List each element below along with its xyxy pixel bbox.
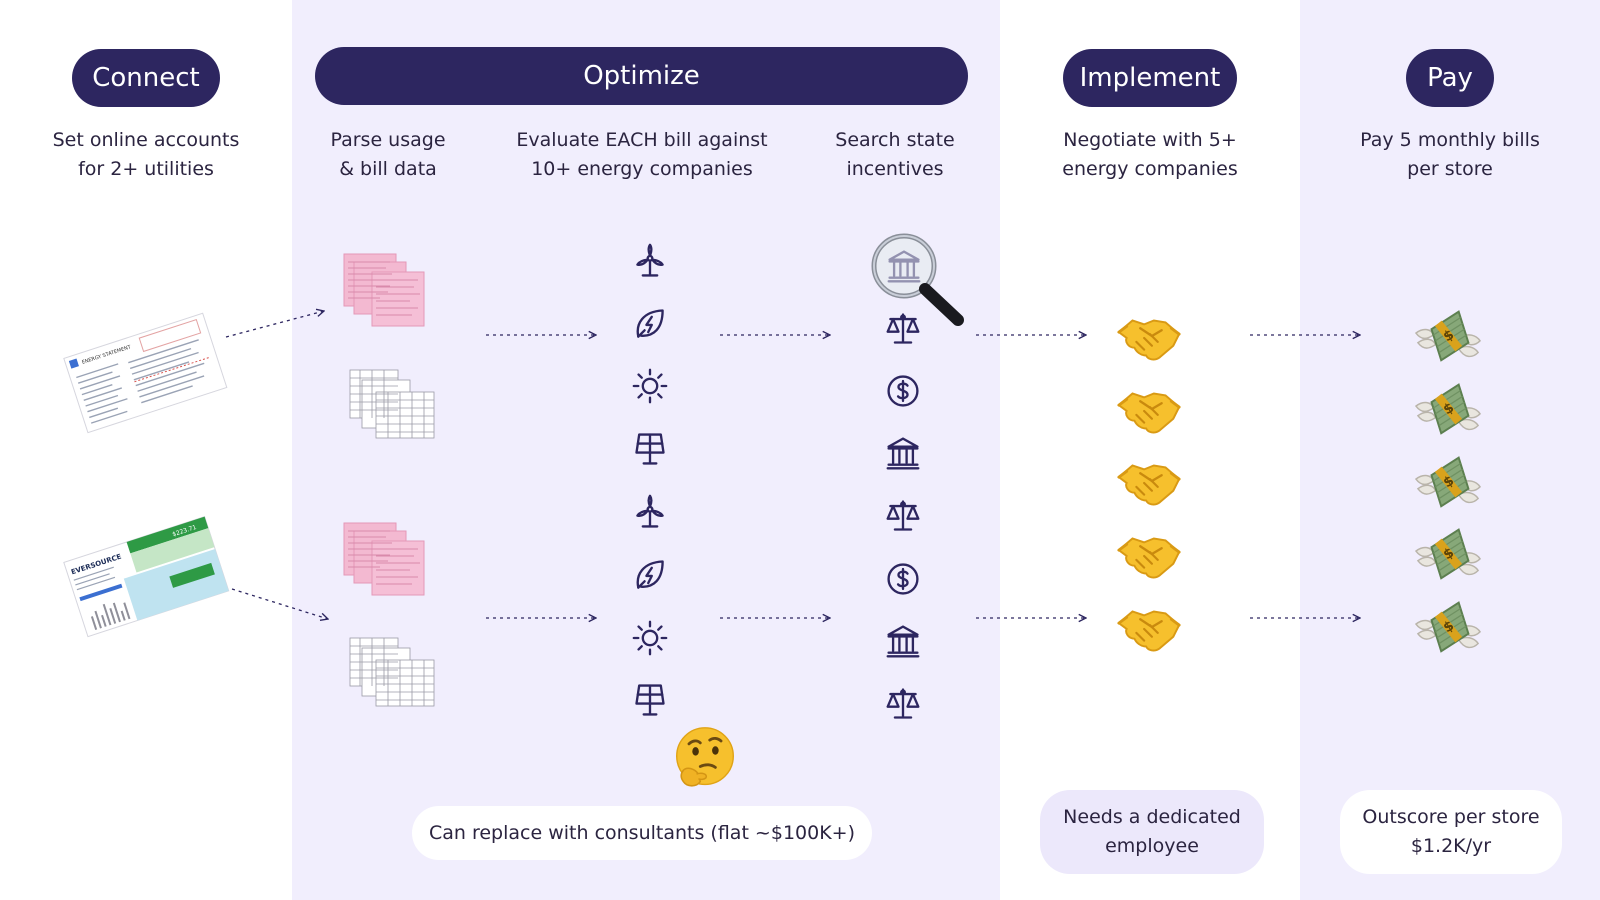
leaf-bolt-icon <box>636 560 664 589</box>
solar-panel-icon <box>635 433 665 465</box>
evaluate-desc-line: 10+ energy companies <box>531 158 753 180</box>
wind-turbine-icon <box>636 243 664 277</box>
spreadsheet-stack <box>349 637 435 707</box>
leaf-bolt-icon <box>636 309 664 338</box>
outscore-note-line: $1.2K/yr <box>1410 835 1492 857</box>
money-wings-icon <box>1416 458 1480 507</box>
solar-panel-icon <box>635 684 665 716</box>
employee-note-line: Needs a dedicated <box>1063 806 1241 828</box>
wind-turbine-icon <box>636 494 664 528</box>
implement-desc-line: Negotiate with 5+ <box>1063 129 1237 151</box>
stage-pay-pill: Pay <box>1406 49 1494 107</box>
implement-desc-line: energy companies <box>1062 158 1238 180</box>
flow-arrows <box>225 311 1360 619</box>
handshake-icon <box>1117 537 1181 579</box>
pay-description: Pay 5 monthly bills per store <box>1340 126 1560 184</box>
stage-connect-pill: Connect <box>72 49 220 107</box>
outscore-cost-note: Outscore per store $1.2K/yr <box>1340 790 1562 874</box>
sun-icon <box>632 620 668 656</box>
incentives-desc-line: Search state <box>835 129 955 151</box>
pay-band <box>1300 0 1600 900</box>
implement-description: Negotiate with 5+ energy companies <box>1040 126 1260 184</box>
connect-desc-line: for 2+ utilities <box>78 158 214 180</box>
stage-optimize-pill: Optimize <box>315 47 968 105</box>
money-wings-icon <box>1416 530 1480 579</box>
handshake-icon <box>1117 392 1181 434</box>
handshake-icon <box>1117 464 1181 506</box>
bank-magnifier-icon <box>871 233 964 326</box>
incentives-desc-line: incentives <box>846 158 944 180</box>
handshake-icon <box>1117 319 1181 361</box>
dedicated-employee-note: Needs a dedicated employee <box>1040 790 1264 874</box>
money-wings-icon <box>1416 603 1480 652</box>
bank-icon <box>886 625 920 658</box>
scale-icon <box>886 500 920 531</box>
money-wings-icon <box>1416 312 1480 361</box>
evaluate-desc-line: Evaluate EACH bill against <box>516 129 768 151</box>
bank-icon <box>886 437 920 470</box>
flow-arrow <box>231 588 328 619</box>
outscore-note-line: Outscore per store <box>1362 806 1540 828</box>
parse-description: Parse usage & bill data <box>300 126 476 184</box>
dollar-coin-icon <box>887 563 919 595</box>
incentives-description: Search state incentives <box>815 126 975 184</box>
eversource-bill-image: EVERSOURCE $223.71 <box>63 516 230 638</box>
scale-icon <box>886 313 920 344</box>
pay-desc-line: Pay 5 monthly bills <box>1360 129 1540 151</box>
consultants-note: Can replace with consultants (flat ~$100… <box>412 806 872 860</box>
pink-document-stack <box>343 253 425 327</box>
optimize-band <box>292 0 1000 900</box>
parse-desc-line: & bill data <box>339 158 437 180</box>
pink-document-stack <box>343 522 425 596</box>
sun-icon <box>632 368 668 404</box>
connect-desc-line: Set online accounts <box>52 129 240 151</box>
energy-statement-bill-image: ENERGY STATEMENT <box>63 312 228 434</box>
flow-arrow <box>225 311 324 338</box>
parse-desc-line: Parse usage <box>330 129 446 151</box>
dollar-coin-icon <box>887 375 919 407</box>
pay-desc-line: per store <box>1407 158 1493 180</box>
evaluate-description: Evaluate EACH bill against 10+ energy co… <box>496 126 788 184</box>
consultants-note-text: Can replace with consultants (flat ~$100… <box>428 821 855 844</box>
employee-note-line: employee <box>1105 835 1199 857</box>
connect-description: Set online accounts for 2+ utilities <box>36 126 256 184</box>
scale-icon <box>886 688 920 719</box>
money-wings-icon <box>1416 385 1480 434</box>
thinking-face-icon <box>675 726 735 788</box>
stage-implement-pill: Implement <box>1063 49 1237 107</box>
spreadsheet-stack <box>349 369 435 439</box>
handshake-icon <box>1117 610 1181 652</box>
